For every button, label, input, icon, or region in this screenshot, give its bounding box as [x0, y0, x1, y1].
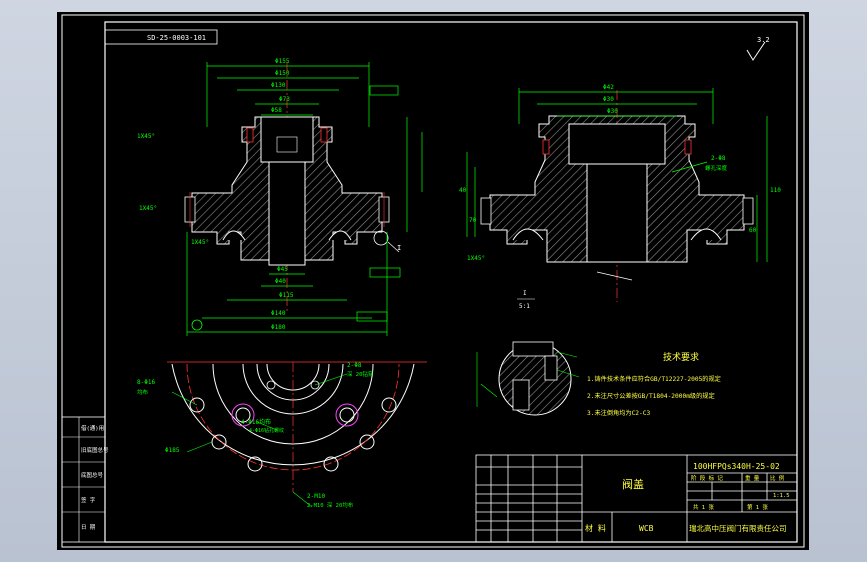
svg-text:Φ45: Φ45	[277, 266, 288, 273]
tech-item-2: 2.未注尺寸公差按GB/T1804-2000m级的规定	[587, 392, 715, 400]
right-chamfer-text: 1X45°	[467, 255, 485, 262]
right-dimension-texts: Φ42 Φ30 Φ30 40 110 60 70 2-Φ8 螺孔深度 1X45°	[459, 84, 781, 262]
svg-text:5:1: 5:1	[519, 303, 530, 310]
svg-text:Φ185: Φ185	[165, 447, 180, 454]
tech-heading: 技术要求	[663, 351, 699, 363]
scale-value: 1:1.5	[773, 493, 790, 499]
svg-text:深 20钻穿: 深 20钻穿	[347, 370, 374, 378]
svg-text:4-Φ16均布: 4-Φ16均布	[241, 418, 271, 426]
title-block	[475, 454, 798, 543]
front-dimension-texts: Φ155 Φ150 Φ130 Φ73 Φ58 Φ45 Φ40 Φ115 Φ140…	[137, 58, 294, 331]
svg-text:Φ140: Φ140	[271, 310, 286, 317]
svg-text:Φ130: Φ130	[271, 82, 286, 89]
code-box-text: SD-25-0003-101	[147, 34, 206, 42]
code-box: SD-25-0003-101	[104, 29, 218, 45]
svg-text:110: 110	[770, 187, 781, 194]
plan-view	[167, 361, 427, 508]
strip-label-4: 签 字	[81, 496, 96, 504]
svg-text:Φ40: Φ40	[275, 278, 286, 285]
left-strip: 借(通)用 旧底图总号 底图总号 签 字 日 期	[61, 416, 109, 543]
section-mark: I 5:1	[517, 290, 535, 310]
material-label: 材 料	[585, 523, 606, 533]
svg-text:2-M10 深 20均布: 2-M10 深 20均布	[307, 501, 354, 509]
material-value: WCB	[639, 524, 654, 533]
plan-view-texts: 8-Φ16 均布 4-Φ16均布 4-Φ16钻孔螺纹 2-Φ8 深 20钻穿 2…	[137, 362, 374, 509]
svg-text:Φ73: Φ73	[279, 96, 290, 103]
svg-text:Φ150: Φ150	[275, 70, 290, 77]
svg-text:40: 40	[459, 187, 467, 194]
svg-text:重 量: 重 量	[745, 474, 760, 482]
svg-text:比 例: 比 例	[770, 474, 785, 482]
strip-label-5: 日 期	[81, 524, 96, 531]
svg-text:60: 60	[749, 227, 757, 234]
chamfer-text-2: 1X45°	[139, 205, 157, 212]
svg-text:均布: 均布	[137, 388, 149, 396]
svg-text:1X45°: 1X45°	[137, 133, 155, 140]
svg-text:共 1 张: 共 1 张	[693, 503, 714, 511]
svg-text:3.2: 3.2	[757, 36, 770, 44]
front-section-view: I	[184, 62, 401, 312]
front-dimensions	[186, 62, 423, 336]
svg-text:70: 70	[469, 217, 477, 224]
title-block-texts: 阀盖 100HFPQs340H-25-02 阶 段 标 记 重 量 比 例 1:…	[585, 462, 790, 533]
chamfer-text-3: 1X45°	[191, 239, 209, 246]
detail-view	[476, 341, 580, 416]
svg-text:I: I	[397, 244, 401, 252]
svg-text:8-Φ16: 8-Φ16	[137, 379, 155, 386]
svg-text:2-Φ8: 2-Φ8	[347, 362, 362, 369]
svg-text:阶 段 标 记: 阶 段 标 记	[691, 474, 723, 482]
drawing-canvas: SD-25-0003-101 3.2 借(通)用 旧底图总号 底图总号 签 字 …	[61, 14, 805, 548]
svg-text:Φ180: Φ180	[271, 324, 286, 331]
svg-text:Φ42: Φ42	[603, 84, 614, 91]
drawing-title: 阀盖	[622, 477, 644, 491]
svg-text:Φ115: Φ115	[279, 292, 294, 299]
right-section-view	[480, 90, 754, 302]
svg-text:I: I	[523, 290, 527, 297]
datum-a	[191, 319, 203, 331]
strip-label-3: 底图总号	[81, 471, 104, 479]
svg-text:2-Φ8: 2-Φ8	[711, 155, 726, 162]
strip-label-2: 旧底图总号	[81, 446, 109, 454]
tech-item-3: 3.未注倒角均为C2-C3	[587, 409, 650, 417]
svg-text:Φ58: Φ58	[271, 107, 282, 114]
svg-text:第 1 张: 第 1 张	[747, 503, 768, 511]
outer-border	[61, 14, 805, 548]
svg-text:螺孔深度: 螺孔深度	[705, 164, 728, 172]
inner-border	[104, 21, 798, 543]
roughness-symbol: 3.2	[746, 36, 770, 61]
svg-text:2-M10: 2-M10	[307, 493, 325, 500]
svg-text:4-Φ16钻孔螺纹: 4-Φ16钻孔螺纹	[249, 427, 284, 434]
drawing-viewport[interactable]: SD-25-0003-101 3.2 借(通)用 旧底图总号 底图总号 签 字 …	[57, 12, 809, 550]
strip-label-1: 借(通)用	[81, 424, 104, 432]
tech-item-1: 1.铸件技术条件应符合GB/T12227-2005的规定	[587, 375, 721, 383]
company-name: 瑞北高中压阀门有限责任公司	[689, 523, 787, 533]
svg-text:Φ30: Φ30	[607, 108, 618, 115]
tech-requirements: 技术要求 1.铸件技术条件应符合GB/T12227-2005的规定 2.未注尺寸…	[587, 351, 721, 417]
right-dimensions	[466, 88, 768, 262]
drawing-number: 100HFPQs340H-25-02	[693, 462, 780, 471]
svg-text:Φ155: Φ155	[275, 58, 290, 65]
svg-text:Φ30: Φ30	[603, 96, 614, 103]
